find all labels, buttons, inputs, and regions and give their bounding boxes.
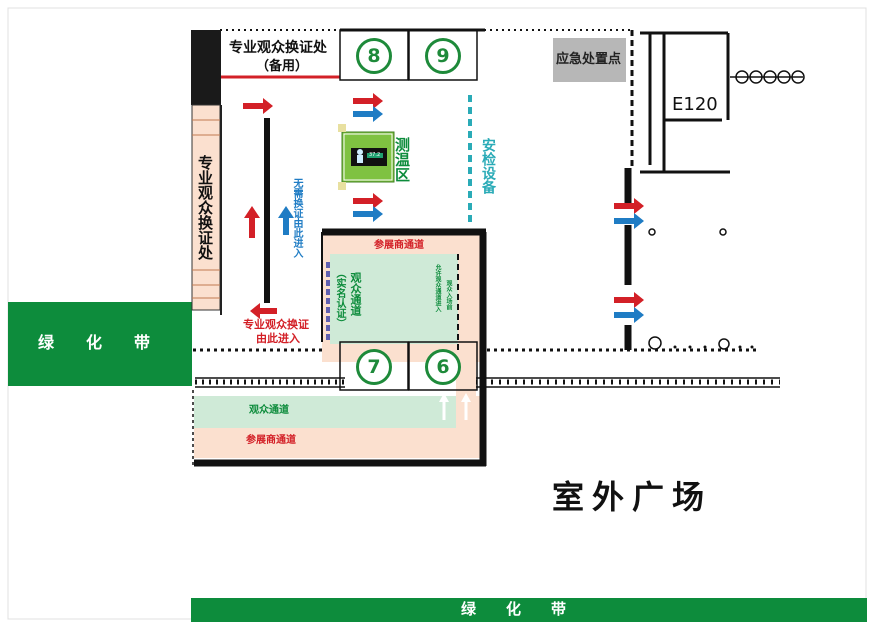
gate-8: 8 [347,35,401,77]
exhibitor-passage-top-label: 参展商通道 [374,240,424,251]
arrow-up-white-icon [439,393,471,420]
audience-entry-note: 观众入场前 [445,280,452,310]
audience-passage-bottom-bg [194,396,456,428]
green-belt-bottom-bar [191,598,867,622]
green-belt-bottom-label: 绿 化 带 [461,600,567,618]
rail-lower [195,377,780,388]
outdoor-plaza-label: 室外广场 [552,478,713,516]
pro-exchange-entry-label: 专业观众换证 [243,318,309,331]
gate-7-number: 7 [356,349,392,385]
pro-exchange-top-label: 专业观众换证处 [229,40,327,56]
gate-6: 6 [416,346,470,388]
hall-code: E120 [672,94,718,115]
arrow-up-blue-icon [278,206,294,235]
green-belt-left-bar [8,302,192,386]
pro-exchange-side-label: 专业观众换证处 [196,155,214,260]
emergency-point-label: 应急处置点 [556,52,622,67]
thermal-scanner-icon [338,124,395,190]
arrow-right-red-icon [243,93,644,308]
temperature-zone-label: 测温区 [393,137,411,182]
corner-block [191,30,221,105]
gate-8-number: 8 [356,38,392,74]
arrow-left-red-icon [250,303,277,319]
audience-zone [330,254,458,344]
zone-border [194,228,487,467]
real-name-auth-label: （实名认证） [334,268,345,328]
gate-9: 9 [416,35,470,77]
gate-9-number: 9 [425,38,461,74]
pro-exchange-entry-note: 由此进入 [256,332,300,345]
emergency-box [553,38,626,82]
plant-row [730,70,805,84]
e120-building [640,31,730,174]
audience-passage-vertical-label: 观众通道 [349,272,362,316]
gate-6-number: 6 [425,349,461,385]
audience-passage-bottom-label: 观众通道 [249,405,289,416]
pro-exchange-top-note: （备用） [256,59,309,74]
security-equipment-label: 安检设备 [480,138,496,194]
no-exchange-entry-label: 无需换证由此进入 [291,178,302,258]
arrow-up-red-icon [244,206,260,238]
allowed-entry-note: 允许观众通道进入 [434,264,441,312]
arrow-right-blue-icon [353,106,644,323]
thermal-screen-readout: 37.2 [369,152,381,158]
exhibitor-passage-bottom-bg [194,428,456,458]
green-belt-left-label: 绿 化 带 [38,333,151,352]
exhibitor-passage-bottom-label: 参展商通道 [246,435,296,446]
gate-7: 7 [347,346,401,388]
